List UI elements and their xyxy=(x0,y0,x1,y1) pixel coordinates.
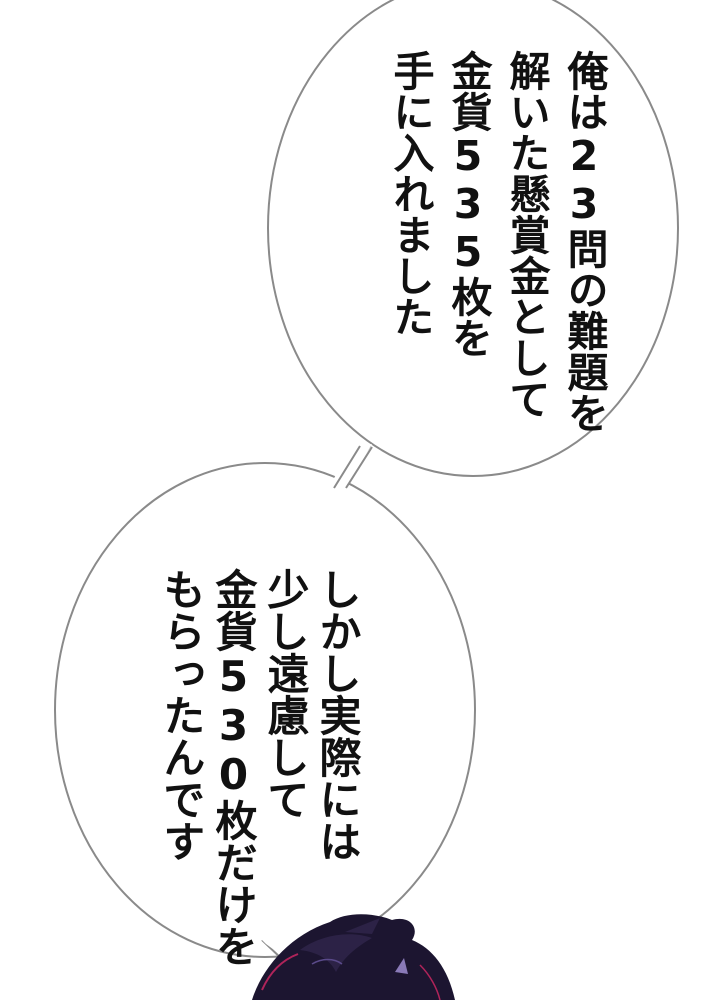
speech-bubble-1 xyxy=(267,0,679,477)
bubble-connector-edge xyxy=(333,445,373,489)
speech-bubble-1-line-1: 俺は23問の難題を xyxy=(560,50,608,433)
speech-bubble-2-line-3: 金貨530枚だけを xyxy=(209,568,258,967)
speech-bubble-1-line-2: 解いた懸賞金として xyxy=(502,50,550,419)
speech-bubble-1-text: 俺は23問の難題を 解いた懸賞金として 金貨535枚を 手に入れました xyxy=(372,50,608,433)
speech-bubble-2-line-2: 少し遠慮して xyxy=(261,568,310,820)
speech-bubble-2-text: しかし実際には 少し遠慮して 金貨530枚だけを もらったんです xyxy=(150,568,362,967)
speech-bubble-2-line-4: もらったんです xyxy=(157,568,206,862)
speech-bubble-1-line-3: 金貨535枚を xyxy=(444,50,492,358)
speech-bubble-1-line-4: 手に入れました xyxy=(386,50,434,337)
hair-top-icon xyxy=(252,914,455,1000)
speech-bubble-2 xyxy=(54,462,476,958)
speech-bubble-2-line-1: しかし実際には xyxy=(313,568,362,862)
